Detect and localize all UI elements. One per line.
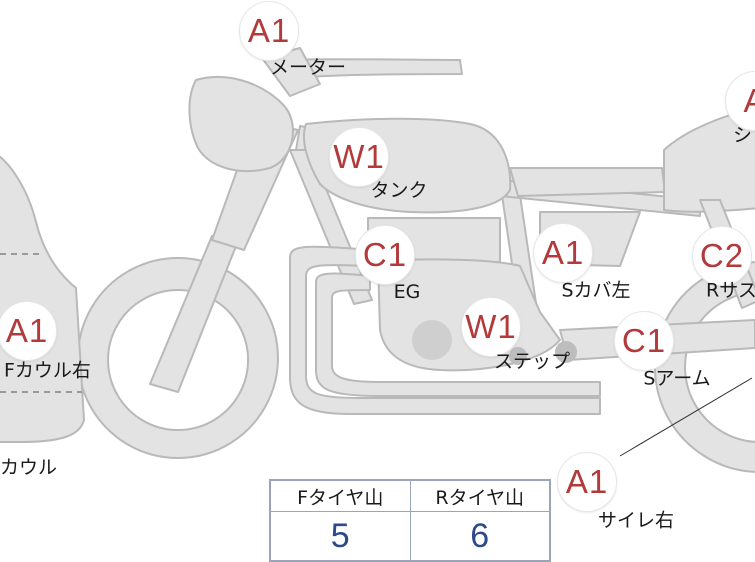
front-tire-value: 5 bbox=[269, 511, 411, 562]
rear-tire-header: Rタイヤ山 bbox=[409, 479, 551, 512]
exhaust-upper bbox=[289, 245, 601, 415]
front-wheel bbox=[76, 257, 279, 459]
silencer-leader-line bbox=[619, 377, 753, 457]
part-label-engine: EG bbox=[393, 281, 421, 303]
tail-cowl bbox=[663, 107, 755, 213]
part-label-cowl: カウル bbox=[0, 456, 58, 479]
grade-bubble-step: W1 bbox=[461, 297, 521, 357]
headlight bbox=[188, 76, 294, 172]
step-peg-left bbox=[509, 347, 527, 365]
part-label-front-cowl: Fカウル右 bbox=[4, 359, 91, 382]
part-label-side-cover: Sカバ左 bbox=[561, 279, 631, 302]
part-label-silencer: サイレ右 bbox=[597, 509, 675, 532]
part-label-swing-arm: Sアーム bbox=[643, 367, 711, 390]
part-label-step: ステップ bbox=[493, 350, 571, 373]
tire-table-header-row: Fタイヤ山 Rタイヤ山 bbox=[269, 479, 551, 512]
grade-bubble-swing-arm: C1 bbox=[614, 311, 674, 371]
part-label-rear-suspension: Rサス bbox=[706, 279, 755, 302]
front-tire-header: Fタイヤ山 bbox=[269, 479, 411, 512]
seat bbox=[509, 167, 666, 197]
grade-bubble-side-cover: A1 bbox=[533, 223, 593, 283]
grade-bubble-front-cowl: A1 bbox=[0, 301, 57, 361]
tire-tread-table: Fタイヤ山 Rタイヤ山 5 6 bbox=[269, 479, 551, 562]
grade-bubble-tank: W1 bbox=[329, 127, 389, 187]
engine-cover-circle bbox=[412, 320, 452, 360]
tire-table-value-row: 5 6 bbox=[269, 511, 551, 562]
exhaust-lower bbox=[315, 272, 601, 397]
front-cowl bbox=[0, 155, 85, 443]
handlebar bbox=[279, 58, 463, 79]
part-label-seat: シ bbox=[733, 124, 753, 147]
part-label-tank: タンク bbox=[370, 179, 428, 202]
grade-bubble-rear-suspension: C2 bbox=[692, 226, 752, 286]
grade-bubble-silencer: A1 bbox=[557, 452, 617, 512]
part-label-meter: メーター bbox=[269, 56, 347, 79]
step-peg-right bbox=[555, 341, 577, 363]
grade-bubble-meter: A1 bbox=[239, 1, 299, 61]
grade-bubble-engine: C1 bbox=[355, 225, 415, 285]
rear-tire-value: 6 bbox=[409, 511, 551, 562]
